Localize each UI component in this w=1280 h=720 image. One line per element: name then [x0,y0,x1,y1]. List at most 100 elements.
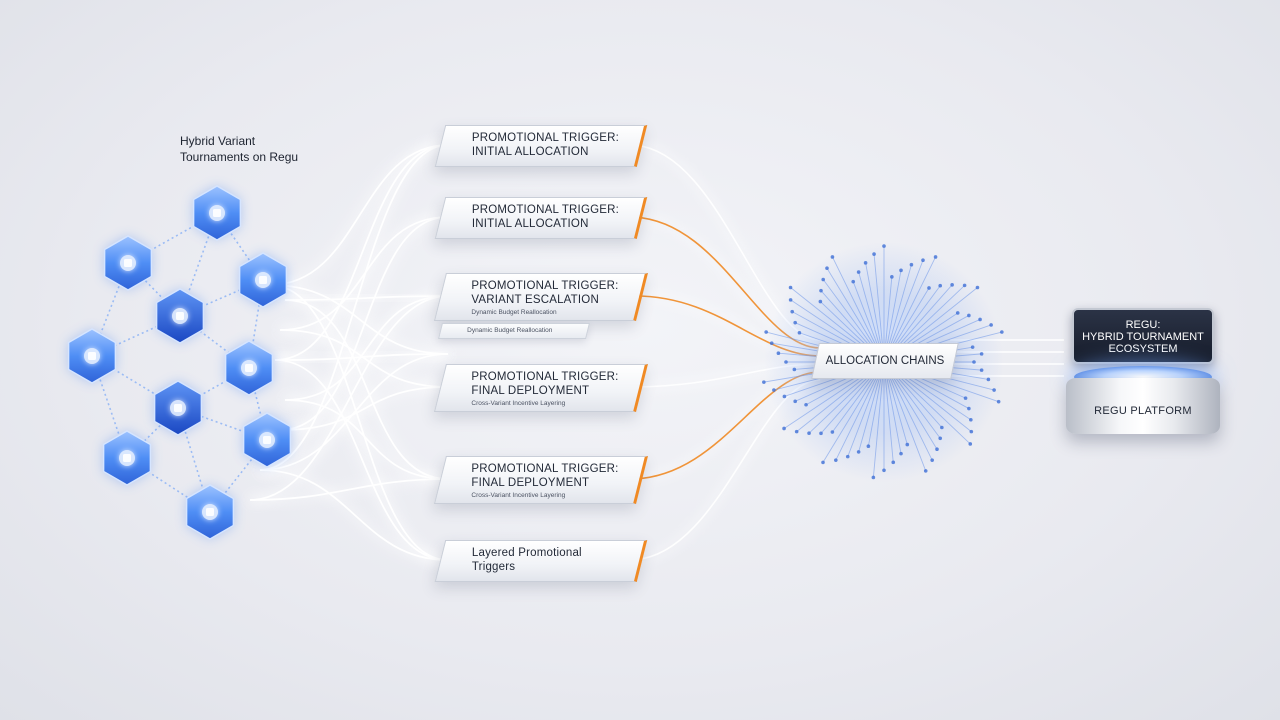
trigger-card-subtitle: Cross-Variant Incentive Layering [471,492,566,499]
flow-line [249,478,449,501]
burst-dot [978,317,982,322]
title-line-2: Tournaments on Regu [180,150,299,164]
flow-line [259,144,449,471]
burst-dot [891,460,896,465]
regu-platform[interactable]: REGU: HYBRID TOURNAMENT ECOSYSTEM REGU P… [1058,300,1228,440]
burst-dot [782,394,787,399]
burst-dot [979,368,984,372]
burst-dot [793,399,797,404]
burst-dot [872,252,876,256]
burst-dot [825,266,829,271]
burst-ray [872,361,885,478]
burst-dot [967,406,971,411]
burst-dot [905,442,910,447]
burst-dot [989,323,993,327]
burst-dot [969,429,974,434]
diagram-title-label: Hybrid Variant Tournaments on Regu [180,133,370,165]
network-link [177,367,250,409]
trigger-card-final-deployment-1[interactable]: PROMOTIONAL TRIGGER: FINAL DEPLOYMENT Cr… [434,364,648,412]
budget-reallocation-chip[interactable]: Dynamic Budget Reallocation [438,323,590,339]
trigger-card-stage: INITIAL ALLOCATION [471,218,589,230]
hex-node-icon [123,454,131,462]
burst-dot [955,311,960,315]
burst-dot [821,460,825,465]
burst-ray [883,361,927,472]
burst-dot [909,262,914,267]
burst-dot [950,283,954,287]
trigger-card-heading: PROMOTIONAL TRIGGER: [471,132,620,144]
burst-dot [921,258,925,263]
burst-dot [866,444,871,449]
burst-dot [996,399,1001,404]
trigger-card-variant-escalation[interactable]: PROMOTIONAL TRIGGER: VARIANT ESCALATION … [434,273,648,321]
burst-dot [769,341,774,345]
title-line-1: Hybrid Variant [180,134,256,148]
hex-node [185,484,235,540]
burst-dot [967,313,971,318]
burst-dot [1000,330,1004,334]
burst-dot [772,388,776,392]
burst-dot [923,469,928,473]
burst-dot [790,309,795,314]
burst-dot [851,279,856,284]
trigger-card-initial-allocation-2[interactable]: PROMOTIONAL TRIGGER: INITIAL ALLOCATION [434,197,648,239]
platform-screen-line-2: HYBRID TOURNAMENT [1082,331,1204,343]
hex-network [67,185,292,540]
burst-dot [938,436,943,441]
burst-dot [992,388,996,392]
trigger-card-final-deployment-2[interactable]: PROMOTIONAL TRIGGER: FINAL DEPLOYMENT Cr… [434,456,648,504]
burst-dot [784,360,788,364]
burst-dot [871,475,876,480]
burst-dot [935,447,939,452]
trigger-card-heading: PROMOTIONAL TRIGGER: [471,463,619,475]
burst-dot [830,430,835,434]
hex-node [238,252,288,308]
hex-node [102,430,152,486]
platform-base-label: REGU PLATFORM [1094,405,1192,417]
allocation-chains-hub[interactable]: ALLOCATION CHAINS [811,343,959,379]
burst-dot [764,330,768,334]
burst-dot [979,352,984,356]
burst-dot [830,255,835,259]
hex-node-icon [259,276,267,284]
burst-dot [970,345,975,349]
trigger-card-stage: Triggers [471,561,516,573]
trigger-card-stage: VARIANT ESCALATION [471,294,599,306]
burst-dot [845,454,850,459]
burst-dot [788,298,793,302]
flow-line [279,216,449,431]
trigger-card-heading: PROMOTIONAL TRIGGER: [471,204,620,216]
trigger-card-layered-triggers[interactable]: Layered Promotional Triggers [434,540,648,582]
burst-dot [792,367,797,372]
burst-dot [963,396,968,400]
burst-dot [762,380,766,384]
hex-node-icon [88,352,96,360]
network-link [216,212,264,281]
trigger-card-stage: FINAL DEPLOYMENT [471,477,590,489]
burst-dot [975,285,980,290]
burst-dot [938,283,943,288]
flow-line [274,359,449,561]
burst-dot [856,270,861,274]
trigger-card-heading: Layered Promotional [471,547,582,559]
trigger-card-initial-allocation-1[interactable]: PROMOTIONAL TRIGGER: INITIAL ALLOCATION [434,125,648,167]
flow-line [269,284,449,355]
burst-dot [882,468,886,473]
burst-dot [882,244,886,248]
flow-line [249,295,449,501]
flow-line [259,353,449,471]
hex-node-icon [124,259,132,267]
hex-node-icon [263,436,271,444]
burst-dot [986,377,991,382]
hex-node [192,185,242,241]
hex-node [155,288,205,344]
burst-dot [899,268,903,273]
burst-dot [776,351,781,356]
burst-dot [797,330,802,335]
burst-dot [927,286,931,290]
burst-dot [969,417,973,422]
trigger-card-heading: PROMOTIONAL TRIGGER: [471,371,619,383]
burst-dot [834,458,838,462]
burst-dot [782,426,786,431]
